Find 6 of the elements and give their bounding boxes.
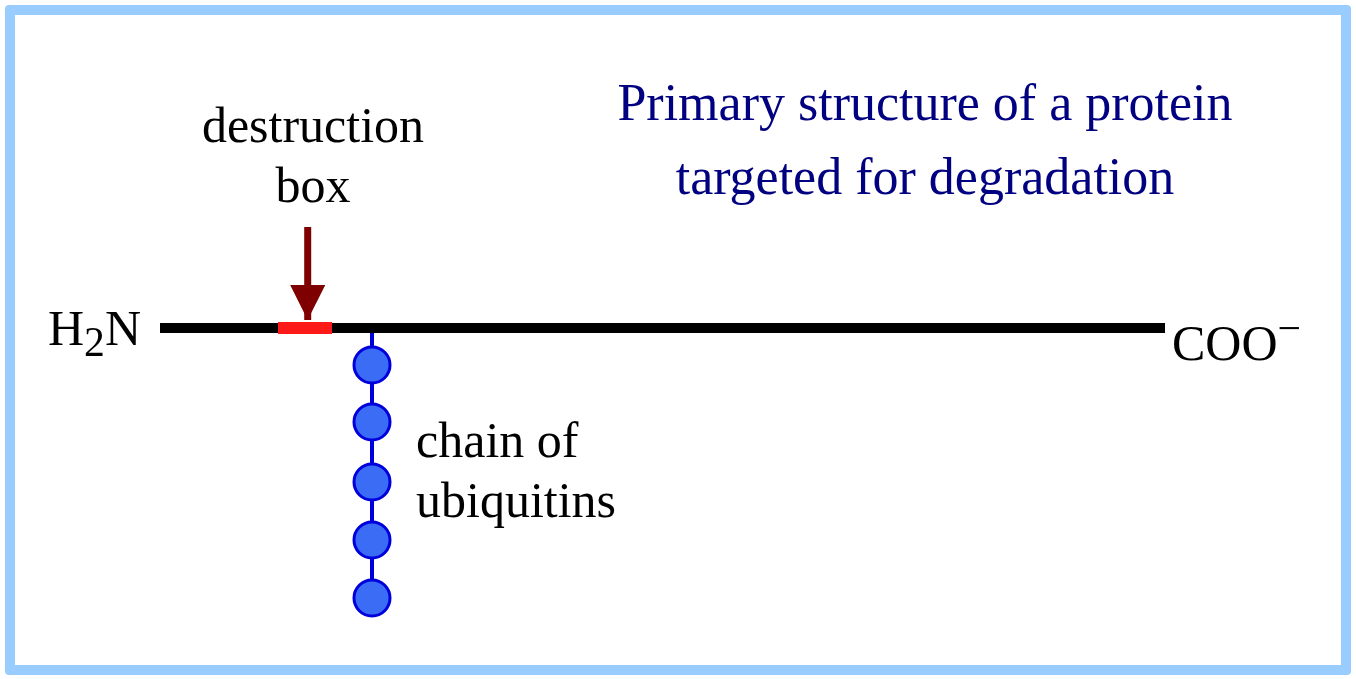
callout-label: destruction box: [200, 96, 426, 215]
terminus-label: COO$^{−}$: [1172, 304, 1303, 373]
terminus-label: H$_{2}$N: [48, 299, 143, 367]
diagram-title: Primary structure of a protein targeted for degradation: [616, 73, 1234, 207]
destruction-box-segment: [278, 322, 332, 334]
callout-label: chain of ubiquitins: [416, 411, 618, 530]
